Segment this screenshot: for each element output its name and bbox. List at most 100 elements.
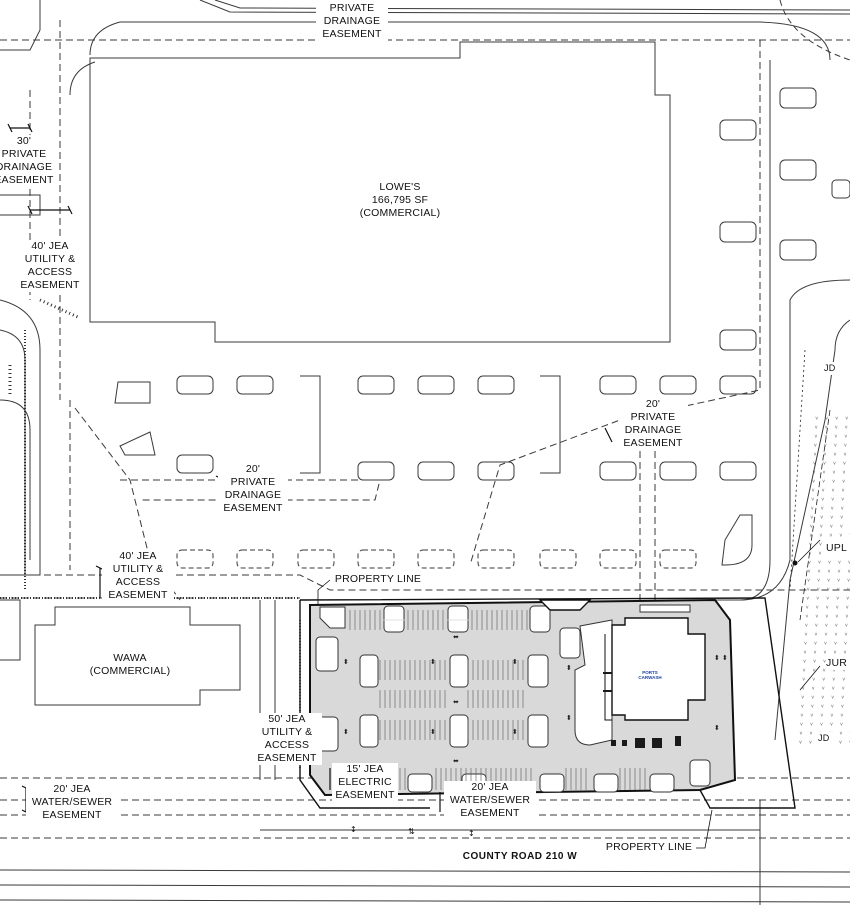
road-name: COUNTY ROAD 210 W	[440, 850, 600, 863]
easement-private-drainage-left: 30' PRIVATE DRAINAGE EASEMENT	[0, 135, 54, 187]
edge-label-jd-bottom: JD	[818, 732, 838, 745]
svg-text:⬍: ⬍	[714, 654, 720, 662]
svg-text:˅: ˅	[800, 731, 803, 737]
svg-text:⬍: ⬍	[512, 658, 518, 666]
svg-text:↕: ↕	[350, 825, 357, 834]
svg-text:˅: ˅	[840, 524, 843, 530]
svg-text:˅: ˅	[837, 587, 840, 593]
svg-text:˅: ˅	[812, 677, 815, 683]
svg-text:˅: ˅	[822, 479, 825, 485]
svg-text:˅: ˅	[808, 569, 811, 575]
svg-text:˅: ˅	[813, 470, 816, 476]
easement-private-drainage-top: PRIVATE DRAINAGE EASEMENT	[316, 2, 388, 41]
svg-text:˅: ˅	[845, 416, 848, 422]
svg-text:˅: ˅	[800, 722, 803, 728]
svg-text:˅: ˅	[813, 452, 816, 458]
svg-text:˅: ˅	[819, 551, 822, 557]
svg-text:˅: ˅	[831, 704, 834, 710]
easement-private-drainage-center: 20' PRIVATE DRAINAGE EASEMENT	[218, 463, 288, 515]
svg-text:˅: ˅	[837, 578, 840, 584]
edge-label-jur: JUR	[826, 657, 850, 670]
svg-text:˅: ˅	[825, 416, 828, 422]
svg-text:˅: ˅	[845, 425, 848, 431]
svg-text:˅: ˅	[827, 587, 830, 593]
parking-islands-row1	[114, 375, 757, 474]
svg-text:˅: ˅	[836, 596, 839, 602]
easement-jea-40-upper: 40' JEA UTILITY & ACCESS EASEMENT	[14, 240, 86, 292]
edge-label-upl: UPL	[826, 542, 850, 555]
svg-text:˅: ˅	[820, 515, 823, 521]
svg-text:˅: ˅	[843, 461, 846, 467]
easement-jea-20-left: 20' JEA WATER/SEWER EASEMENT	[26, 783, 118, 822]
svg-text:˅: ˅	[842, 686, 845, 692]
parking-islands-row3	[176, 549, 697, 569]
svg-text:˅: ˅	[812, 488, 815, 494]
svg-text:˅: ˅	[821, 695, 824, 701]
svg-text:˅: ˅	[816, 605, 819, 611]
svg-text:˅: ˅	[821, 497, 824, 503]
svg-text:˅: ˅	[835, 425, 838, 431]
svg-text:˅: ˅	[836, 605, 839, 611]
wetland-area: ˅ ˅ ˅ ˅ ˅ ˅ ˅ ˅ ˅ ˅ ˅ ˅ ˅ ˅ ˅ ˅ ˅ ˅ ˅ ˅ ˅ ˅ ˅ ˅ ˅ ˅ ˅ ˅ ˅ ˅ ˅ ˅ ˅ ˅ ˅ ˅ ˅ ˅ ˅ ˅…	[799, 416, 850, 746]
svg-text:˅: ˅	[826, 596, 829, 602]
svg-text:˅: ˅	[810, 722, 813, 728]
svg-text:˅: ˅	[820, 713, 823, 719]
svg-text:˅: ˅	[799, 740, 802, 746]
svg-text:˅: ˅	[822, 677, 825, 683]
svg-text:˅: ˅	[847, 578, 850, 584]
svg-text:˅: ˅	[839, 740, 842, 746]
svg-text:˅: ˅	[834, 650, 837, 656]
svg-text:˅: ˅	[823, 659, 826, 665]
svg-text:˅: ˅	[814, 443, 817, 449]
svg-text:˅: ˅	[844, 443, 847, 449]
svg-text:˅: ˅	[805, 614, 808, 620]
svg-text:˅: ˅	[830, 524, 833, 530]
svg-text:˅: ˅	[817, 587, 820, 593]
svg-text:˅: ˅	[812, 479, 815, 485]
svg-text:˅: ˅	[800, 713, 803, 719]
svg-text:˅: ˅	[831, 506, 834, 512]
svg-text:˅: ˅	[814, 650, 817, 656]
svg-text:˅: ˅	[810, 524, 813, 530]
svg-text:˅: ˅	[817, 578, 820, 584]
svg-text:˅: ˅	[823, 452, 826, 458]
svg-text:˅: ˅	[802, 677, 805, 683]
svg-text:˅: ˅	[818, 560, 821, 566]
svg-text:˅: ˅	[818, 569, 821, 575]
svg-text:˅: ˅	[821, 704, 824, 710]
svg-text:˅: ˅	[813, 461, 816, 467]
svg-text:˅: ˅	[804, 641, 807, 647]
svg-text:˅: ˅	[820, 722, 823, 728]
svg-text:˅: ˅	[830, 515, 833, 521]
carwash-building	[611, 617, 706, 721]
svg-text:⬍: ⬍	[430, 728, 436, 736]
wawa-name: WAWA	[113, 652, 147, 664]
svg-text:˅: ˅	[835, 416, 838, 422]
svg-text:˅: ˅	[839, 533, 842, 539]
svg-text:˅: ˅	[812, 686, 815, 692]
wawa-building-outline	[34, 606, 241, 706]
svg-text:˅: ˅	[828, 569, 831, 575]
svg-text:˅: ˅	[815, 416, 818, 422]
svg-text:˅: ˅	[843, 470, 846, 476]
svg-text:˅: ˅	[801, 704, 804, 710]
svg-text:˅: ˅	[838, 560, 841, 566]
svg-text:˅: ˅	[815, 614, 818, 620]
svg-text:˅: ˅	[833, 668, 836, 674]
svg-text:˅: ˅	[822, 488, 825, 494]
svg-text:˅: ˅	[840, 722, 843, 728]
svg-text:˅: ˅	[826, 605, 829, 611]
svg-text:⬌: ⬌	[453, 633, 459, 641]
svg-text:˅: ˅	[813, 668, 816, 674]
svg-text:˅: ˅	[834, 434, 837, 440]
svg-text:˅: ˅	[828, 560, 831, 566]
svg-text:⬌: ⬌	[453, 757, 459, 765]
svg-text:˅: ˅	[844, 632, 847, 638]
svg-text:˅: ˅	[842, 677, 845, 683]
svg-text:˅: ˅	[807, 578, 810, 584]
svg-text:˅: ˅	[824, 641, 827, 647]
svg-text:⇅: ⇅	[408, 827, 415, 836]
svg-text:˅: ˅	[808, 560, 811, 566]
svg-text:˅: ˅	[831, 497, 834, 503]
svg-text:˅: ˅	[803, 659, 806, 665]
